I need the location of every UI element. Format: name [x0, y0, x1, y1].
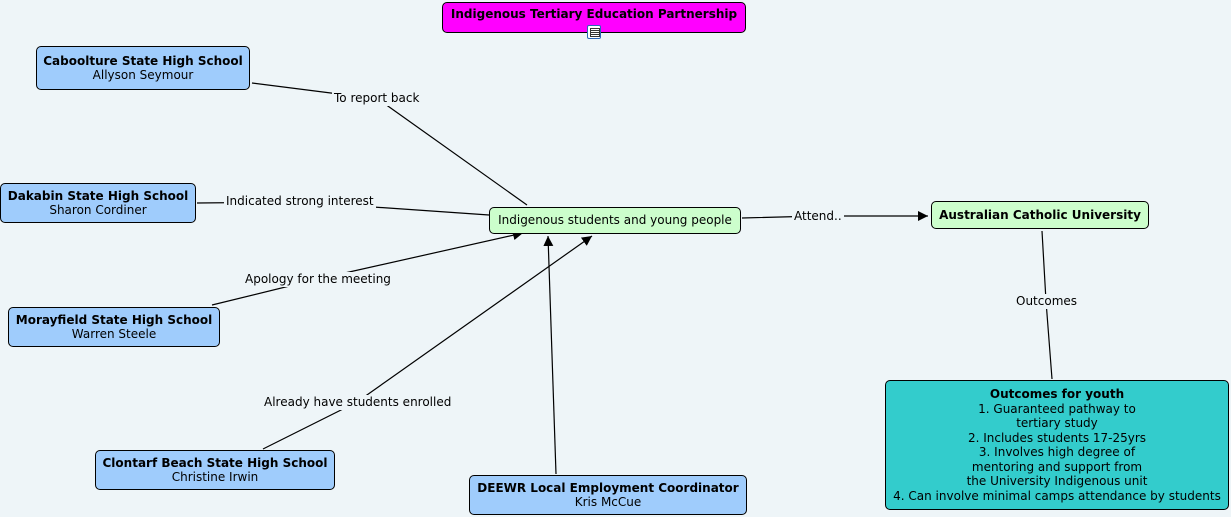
outcome-line: mentoring and support from: [971, 459, 1143, 474]
label-outcomes: Outcomes: [1014, 294, 1080, 309]
node-clontarf[interactable]: Clontarf Beach State High School Christi…: [95, 450, 335, 490]
document-icon[interactable]: [587, 25, 601, 39]
node-morayfield[interactable]: Morayfield State High School Warren Stee…: [8, 307, 220, 347]
label-attend: Attend..: [792, 209, 844, 224]
node-caboolture[interactable]: Caboolture State High School Allyson Sey…: [36, 46, 250, 90]
node-dakabin-contact: Sharon Cordiner: [49, 203, 147, 217]
label-enrolled: Already have students enrolled: [262, 395, 454, 410]
node-dakabin-name: Dakabin State High School: [7, 188, 189, 203]
title-text: Indigenous Tertiary Education Partnershi…: [450, 7, 738, 21]
node-center-text: Indigenous students and young people: [498, 213, 732, 228]
node-acu[interactable]: Australian Catholic University: [931, 201, 1149, 229]
node-outcomes[interactable]: Outcomes for youth 1. Guaranteed pathway…: [885, 380, 1229, 510]
edge-deewr: [543, 235, 557, 475]
node-outcomes-title: Outcomes for youth: [989, 387, 1125, 401]
outcome-line: 3. Involves high degree of: [978, 445, 1136, 459]
node-acu-text: Australian Catholic University: [939, 207, 1141, 222]
node-clontarf-contact: Christine Irwin: [171, 470, 259, 484]
node-deewr[interactable]: DEEWR Local Employment Coordinator Kris …: [469, 475, 747, 515]
node-center[interactable]: Indigenous students and young people: [489, 207, 741, 234]
edge-morayfield: [211, 230, 524, 306]
node-caboolture-contact: Allyson Seymour: [92, 68, 194, 82]
outcome-line: 2. Includes students 17-25yrs: [967, 430, 1147, 445]
label-strong-interest: Indicated strong interest: [224, 194, 376, 209]
label-report-back: To report back: [332, 91, 422, 106]
node-morayfield-name: Morayfield State High School: [15, 312, 213, 327]
outcome-line: tertiary study: [1016, 416, 1098, 430]
edge-clontarf: [262, 235, 593, 450]
node-deewr-contact: Kris McCue: [574, 495, 642, 509]
outcome-line: 1. Guaranteed pathway to: [978, 401, 1136, 416]
outcome-line: the University Indigenous unit: [966, 474, 1148, 488]
outcome-line: 4. Can involve minimal camps attendance …: [893, 488, 1221, 503]
label-apology: Apology for the meeting: [243, 272, 393, 287]
node-caboolture-name: Caboolture State High School: [43, 53, 243, 68]
node-clontarf-name: Clontarf Beach State High School: [102, 455, 328, 470]
node-morayfield-contact: Warren Steele: [71, 327, 157, 341]
node-deewr-name: DEEWR Local Employment Coordinator: [477, 480, 739, 495]
node-dakabin[interactable]: Dakabin State High School Sharon Cordine…: [0, 183, 196, 223]
